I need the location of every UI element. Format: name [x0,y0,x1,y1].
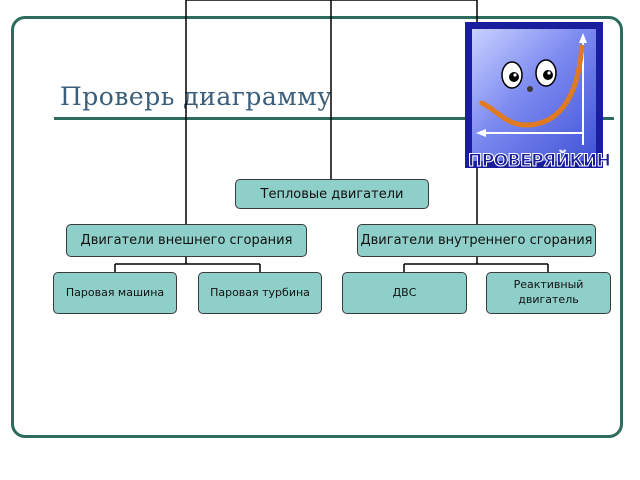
node-external-combustion: Двигатели внешнего сгорания [66,224,307,257]
node-jet-engine: Реактивный двигатель [486,272,611,314]
node-ice: ДВС [342,272,467,314]
logo-background [472,29,596,161]
node-heat-engines: Тепловые двигатели [235,179,429,209]
node-steam-turbine: Паровая турбина [198,272,322,314]
node-internal-combustion: Двигатели внутреннего сгорания [357,224,596,257]
logo-caption: ПРОВЕРЯЙКИН [468,151,612,172]
logo: ПРОВЕРЯЙКИН [465,22,612,172]
node-steam-engine: Паровая машина [53,272,177,314]
smiley-graph-icon [476,33,587,145]
title-underline [54,117,614,120]
page-title: Проверь диаграмму [60,82,333,111]
